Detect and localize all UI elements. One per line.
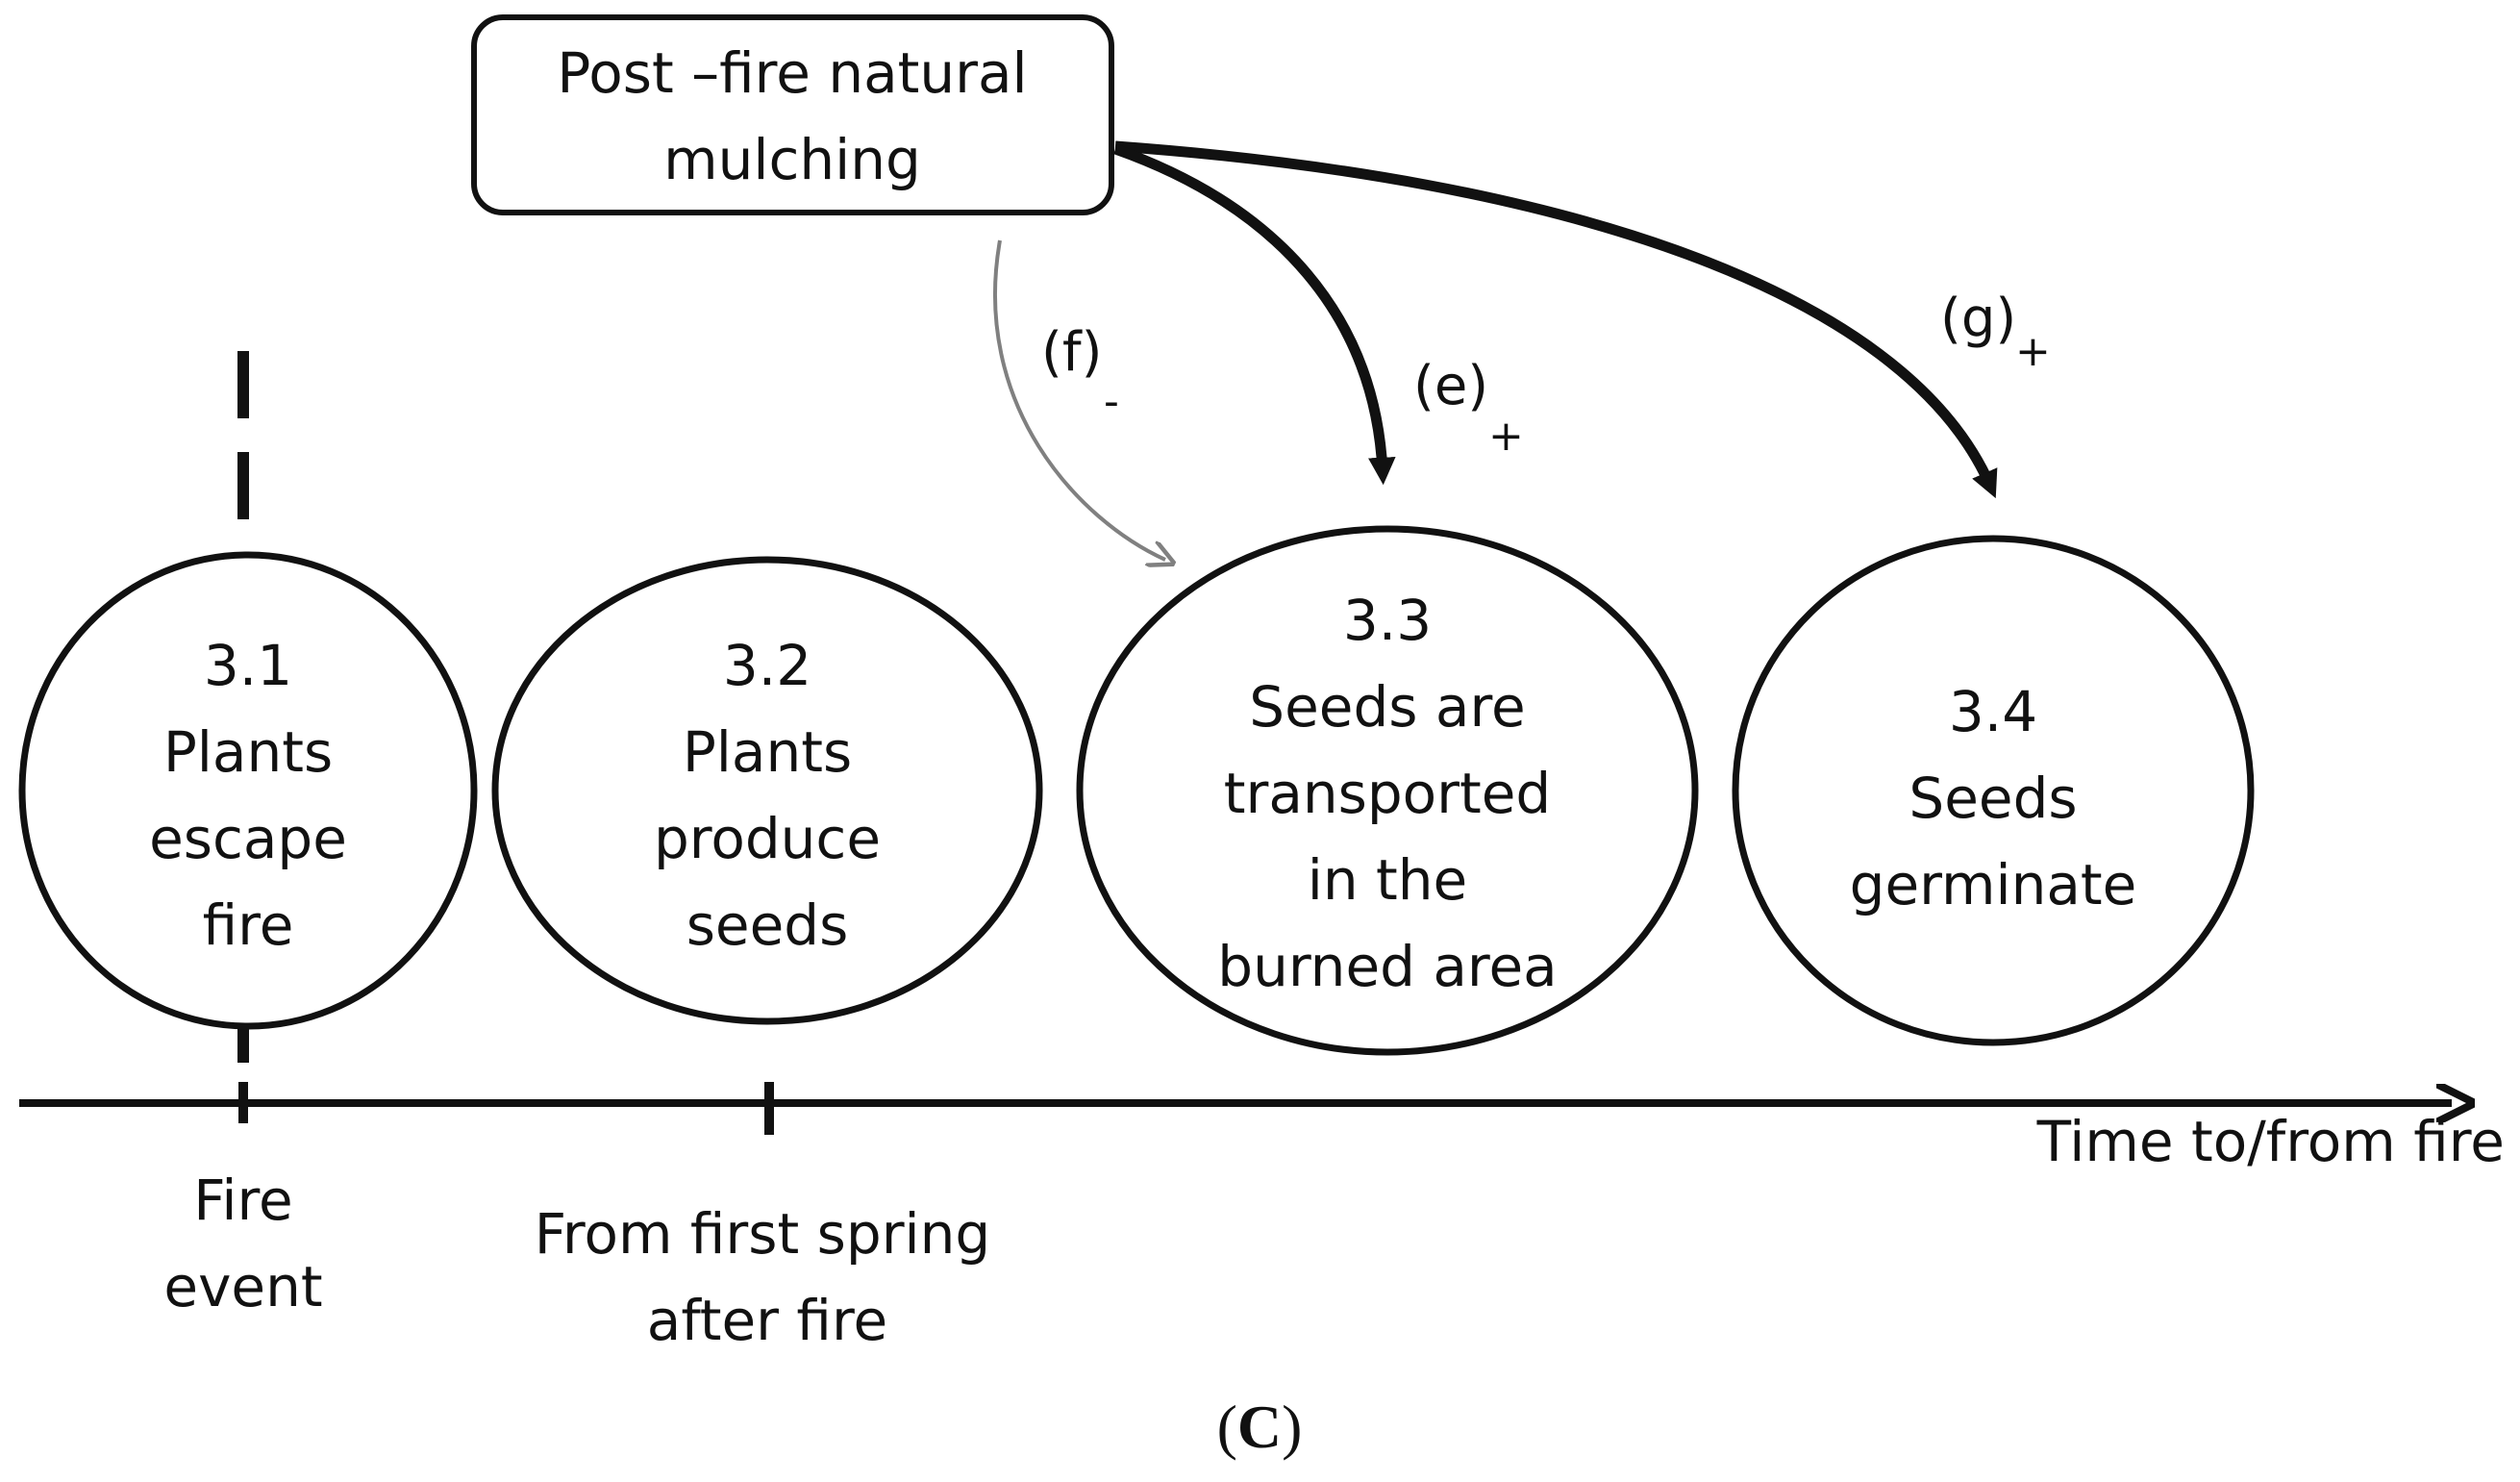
stage-3-4: 3.4 Seeds germinate (1732, 535, 2255, 1046)
mulching-box-frame (471, 14, 1114, 215)
panel-caption-open: ( (1217, 1393, 1237, 1461)
stage-3-1-line-1: Plants (163, 719, 333, 785)
stage-3-3-line-4: burned area (1217, 934, 1557, 999)
effect-label-f: (f) (1041, 321, 1102, 384)
stage-3-4-number: 3.4 (1949, 679, 2037, 744)
effect-arrow-f (993, 239, 1165, 560)
stage-3-1: 3.1 Plants escape fire (18, 551, 478, 1030)
stage-3-2-number: 3.2 (723, 633, 811, 698)
effect-label-e: (e) (1413, 355, 1488, 417)
tick-label-spring-line-1: From first spring (535, 1201, 990, 1267)
stage-3-2-ellipse (491, 556, 1043, 1025)
stage-3-3-number: 3.3 (1343, 588, 1432, 653)
stage-3-3-ellipse (1076, 525, 1699, 1056)
effect-sign-f: - (1104, 377, 1119, 426)
effect-sign-e: + (1488, 412, 1524, 461)
stage-3-1-ellipse (18, 551, 478, 1030)
stage-3-2: 3.2 Plants produce seeds (491, 556, 1043, 1025)
stage-3-3-line-1: Seeds are (1249, 674, 1525, 740)
effect-arrow-g (1114, 140, 1998, 499)
panel-caption-close: ) (1282, 1393, 1302, 1461)
stage-3-3-line-2: transported (1224, 761, 1552, 826)
stage-3-3: 3.3 Seeds are transported in the burned … (1076, 525, 1699, 1056)
stage-3-4-line-2: germinate (1850, 852, 2137, 917)
stage-3-1-line-3: fire (203, 892, 294, 958)
mulching-box-line-1: Post –fire natural (557, 40, 1027, 106)
stage-3-3-line-3: in the (1308, 847, 1468, 913)
effect-arrow-e (1113, 143, 1396, 486)
tick-label-spring-line-2: after fire (647, 1288, 887, 1353)
mulching-box: Post –fire natural mulching (471, 14, 1114, 215)
effect-label-g: (g) (1940, 288, 2016, 350)
mulching-box-line-2: mulching (663, 127, 921, 192)
stage-3-4-line-1: Seeds (1909, 766, 2077, 831)
stage-3-1-line-2: escape (149, 806, 347, 871)
tick-label-fire-line-1: Fire (193, 1168, 293, 1233)
effect-sign-g: + (2015, 327, 2051, 376)
stage-3-2-line-1: Plants (683, 719, 852, 785)
stage-3-2-line-3: seeds (686, 892, 849, 958)
tick-label-fire-line-2: event (163, 1254, 322, 1319)
stage-3-4-ellipse (1732, 535, 2255, 1046)
panel-caption-letter: C (1237, 1393, 1282, 1461)
panel-caption: (C) (1217, 1393, 1303, 1461)
stage-3-1-number: 3.1 (204, 633, 292, 698)
timeline-axis-label: Time to/from fire (2036, 1109, 2505, 1174)
stage-3-2-line-2: produce (654, 806, 881, 871)
